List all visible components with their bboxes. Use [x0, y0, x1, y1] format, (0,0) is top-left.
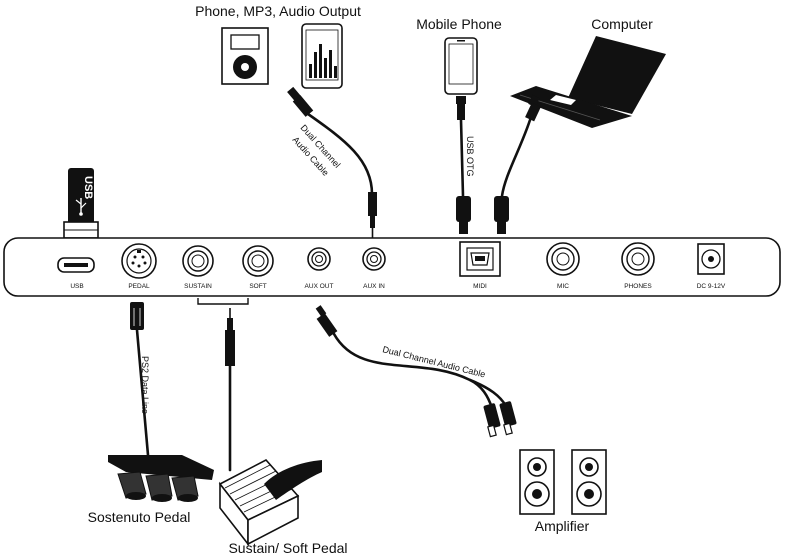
sustain-soft-pedal-label: Sustain/ Soft Pedal — [228, 540, 347, 556]
sostenuto-pedal-label: Sostenuto Pedal — [88, 509, 191, 525]
phones-port[interactable] — [621, 242, 655, 276]
ps2-data-line-label: PS2 Data Line — [140, 356, 150, 414]
rca-plug-icon — [483, 401, 517, 438]
usb-otg-cable — [456, 96, 471, 234]
mic-port-label: MIC — [557, 283, 569, 290]
soft-port[interactable] — [242, 245, 274, 277]
ps2-cable — [130, 302, 150, 457]
dual-channel-audio-cable-label: Dual Channel Audio Cable — [382, 344, 487, 379]
phone-music-icon — [301, 23, 343, 89]
smartphone-icon — [444, 37, 478, 95]
aux-out-port-label: AUX OUT — [305, 283, 334, 290]
aux-in-cable — [287, 86, 377, 238]
pedal-port-label: PEDAL — [128, 283, 150, 290]
aux-in-port[interactable] — [362, 247, 386, 271]
keyboard-rear-panel — [3, 237, 781, 297]
usb-drive-label: USB — [82, 176, 94, 199]
dc-port-label: DC 9-12V — [697, 283, 726, 290]
ipod-icon — [221, 27, 269, 85]
sustain-soft-cable — [225, 308, 235, 472]
laptop-icon — [510, 36, 666, 128]
computer-usb-cable — [494, 94, 541, 234]
amplifier-label: Amplifier — [535, 518, 590, 534]
usb-otg-label: USB OTG — [465, 136, 475, 177]
phones-port-label: PHONES — [624, 283, 652, 290]
computer-label: Computer — [591, 16, 653, 32]
speaker-icon — [519, 449, 555, 515]
midi-port-label: MIDI — [473, 283, 487, 290]
phone-mp3-label: Phone, MP3, Audio Output — [195, 3, 361, 19]
piano-pedal-icon — [108, 455, 214, 502]
pedal-port[interactable] — [121, 243, 157, 279]
mobile-phone-label: Mobile Phone — [416, 16, 502, 32]
aux-in-port-label: AUX IN — [363, 283, 385, 290]
dc-port[interactable] — [697, 243, 725, 275]
usb-port[interactable] — [57, 257, 95, 273]
foot-pedal-icon — [218, 459, 322, 547]
mic-port[interactable] — [546, 242, 580, 276]
usb-port-label: USB — [70, 283, 83, 290]
sustain-port-label: SUSTAIN — [184, 283, 212, 290]
sustain-soft-bracket — [197, 298, 249, 305]
soft-port-label: SOFT — [249, 283, 266, 290]
sustain-port[interactable] — [182, 245, 214, 277]
midi-port[interactable] — [459, 241, 501, 277]
aux-out-port[interactable] — [307, 247, 331, 271]
speaker-icon — [571, 449, 607, 515]
